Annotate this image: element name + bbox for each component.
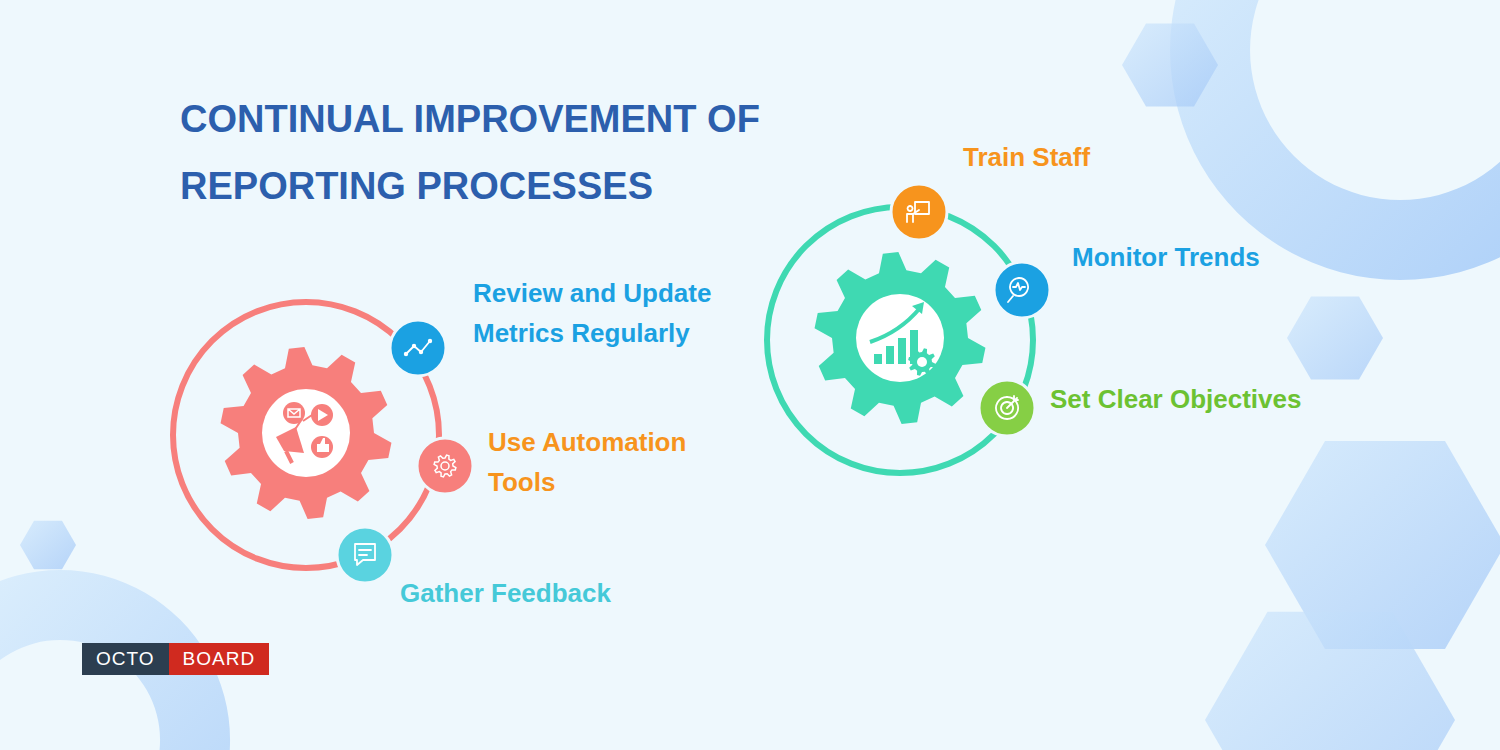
step-label: Monitor Trends: [1072, 237, 1372, 277]
step-label: Use Automation Tools: [488, 422, 718, 502]
gear-icon: [221, 347, 392, 519]
step-icon: [994, 262, 1050, 318]
step-icon: [979, 380, 1035, 436]
deco-hexagon: [1122, 23, 1218, 106]
logo-text: BOARD: [183, 648, 256, 669]
logo-box: OCTO: [82, 643, 169, 675]
step-label: Gather Feedback: [400, 573, 700, 613]
deco-hexagon: [20, 521, 76, 569]
step-icon: [417, 438, 473, 494]
gear-icon: [815, 252, 986, 424]
gear-cycle: [767, 184, 1050, 473]
deco-hexagon: [1205, 612, 1455, 750]
step-icon: [891, 184, 947, 240]
gear-cycle: [173, 302, 473, 583]
logo-box: BOARD: [169, 643, 270, 675]
step-label: Set Clear Objectives: [1050, 379, 1350, 419]
logo-text: OCTO: [96, 648, 155, 669]
step-icon: [337, 527, 393, 583]
page-title: CONTINUAL IMPROVEMENT OF REPORTING PROCE…: [180, 86, 790, 220]
deco-ring: [1170, 0, 1500, 280]
deco-hexagon: [1287, 296, 1383, 379]
step-label: Train Staff: [963, 137, 1263, 177]
step-label: Review and Update Metrics Regularly: [473, 273, 748, 353]
step-icon: [390, 320, 446, 376]
